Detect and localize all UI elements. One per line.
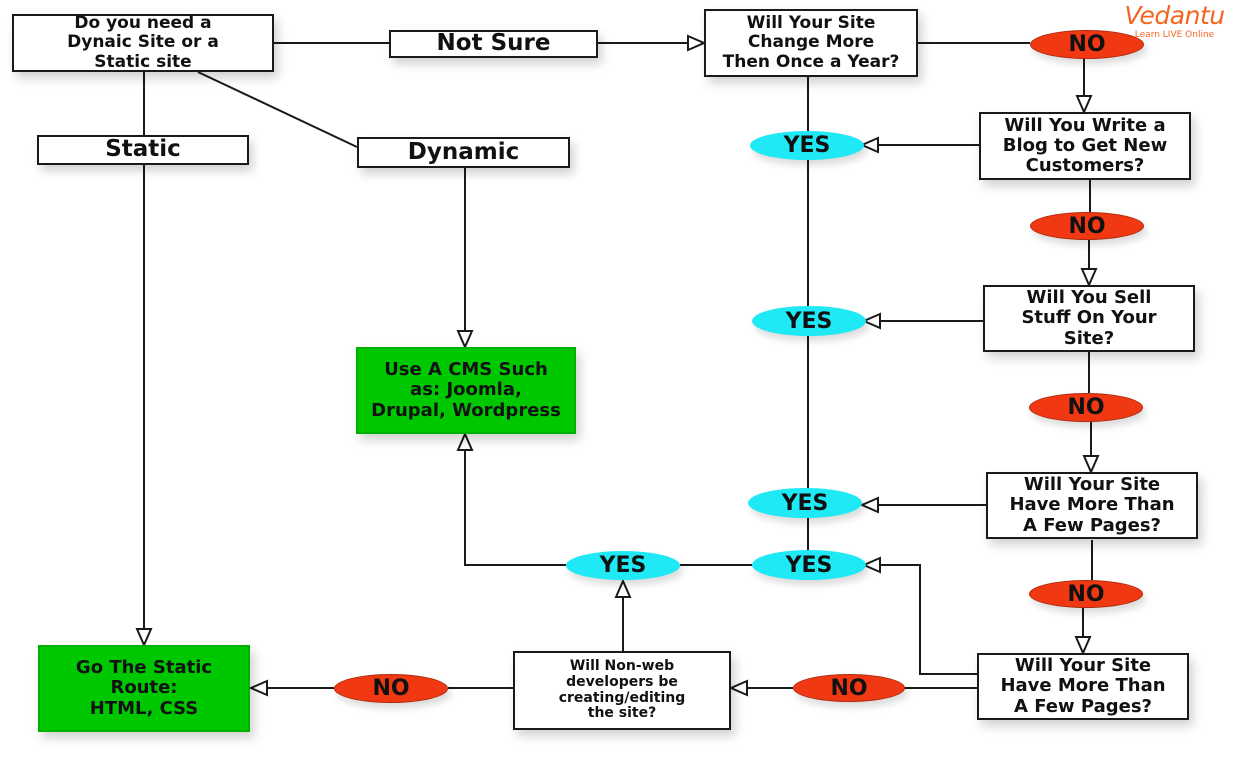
edge-yes-cms (465, 434, 566, 566)
no-oval-pages-1: NO (1029, 580, 1143, 608)
terminal-static-route: Go The Static Route: HTML, CSS (38, 645, 250, 732)
no-oval-change: NO (1030, 30, 1144, 59)
yes-oval-pages-2: YES (752, 550, 866, 580)
question-sell-stuff: Will You Sell Stuff On Your Site? (983, 285, 1195, 352)
no-oval-sell: NO (1029, 393, 1143, 422)
question-non-web-developers: Will Non-web developers be creating/edit… (513, 651, 731, 730)
yes-oval-non-web: YES (566, 551, 680, 580)
static-box: Static (37, 135, 249, 165)
logo-brand: Vedantu (1124, 1, 1225, 30)
no-oval-blog: NO (1030, 212, 1144, 240)
edge-start-dynamic (197, 71, 358, 148)
yes-oval-blog: YES (750, 131, 864, 160)
no-oval-pages-2: NO (793, 674, 905, 702)
question-more-pages-1: Will Your Site Have More Than A Few Page… (986, 472, 1198, 539)
dynamic-box: Dynamic (357, 137, 570, 168)
question-write-blog: Will You Write a Blog to Get New Custome… (979, 112, 1191, 180)
not-sure-box: Not Sure (389, 30, 598, 58)
terminal-use-cms: Use A CMS Such as: Joomla, Drupal, Wordp… (356, 347, 576, 434)
question-more-pages-2: Will Your Site Have More Than A Few Page… (977, 653, 1189, 720)
logo-tagline: Learn LIVE Online (1134, 30, 1215, 40)
yes-oval-sell: YES (752, 306, 866, 336)
start-question-box: Do you need a Dynaic Site or a Static si… (12, 14, 274, 72)
question-change-yearly: Will Your Site Change More Then Once a Y… (704, 9, 918, 77)
edge-pages2-yes (864, 565, 977, 675)
vedantu-logo: Vedantu Learn LIVE Online (1112, 1, 1237, 41)
no-oval-non-web: NO (334, 674, 448, 703)
yes-oval-pages-1: YES (748, 488, 862, 518)
